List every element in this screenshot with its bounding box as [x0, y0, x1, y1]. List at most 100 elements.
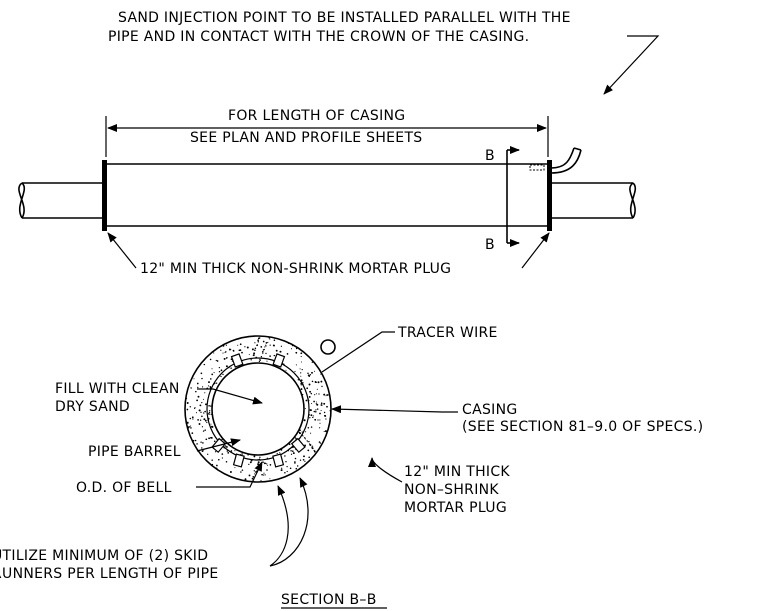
- sand-dot: [216, 464, 218, 467]
- sand-dot: [240, 471, 242, 473]
- sand-dot: [314, 418, 317, 421]
- sand-dot: [326, 394, 328, 396]
- pipe-barrel-circle: [211, 362, 305, 456]
- sand-dot: [220, 369, 223, 372]
- sand-dot: [218, 458, 220, 461]
- sand-dot: [289, 467, 292, 470]
- section-marker-top: B: [485, 148, 495, 164]
- sand-dot: [201, 415, 203, 418]
- tracer-wire-leader: [321, 331, 395, 373]
- sand-dot: [203, 363, 206, 366]
- sand-dot: [250, 359, 252, 361]
- sand-dot: [301, 361, 302, 363]
- sand-dot: [191, 416, 194, 419]
- sand-dot: [262, 461, 264, 463]
- casing-elevation: [106, 163, 548, 227]
- sand-dot: [262, 352, 264, 354]
- sand-dot: [262, 350, 264, 353]
- sand-dot: [273, 339, 276, 341]
- sand-dot: [192, 418, 194, 420]
- sand-dot: [252, 354, 255, 357]
- sand-dot: [290, 450, 292, 452]
- sand-dot: [200, 441, 202, 443]
- sand-dot: [210, 413, 212, 415]
- sand-dot: [193, 378, 195, 380]
- sand-dot: [323, 411, 326, 414]
- sand-dot: [210, 405, 212, 407]
- sand-dot: [281, 467, 283, 469]
- sand-dot: [269, 355, 271, 357]
- sand-dot: [316, 403, 319, 406]
- sand-dot: [316, 408, 319, 410]
- sand-dot: [315, 393, 317, 395]
- sand-dot: [286, 470, 288, 473]
- sand-dot: [269, 478, 271, 480]
- sand-dot: [294, 462, 296, 464]
- sand-injection-note-line1: SAND INJECTION POINT TO BE INSTALLED PAR…: [118, 10, 571, 26]
- casing-outer-circle: [184, 335, 332, 483]
- sand-dot: [308, 395, 311, 398]
- pipe-barrel-leader: [196, 438, 241, 452]
- sand-dot: [224, 445, 227, 447]
- sand-dot: [323, 393, 326, 396]
- sand-dot: [199, 419, 202, 421]
- sand-dot: [308, 374, 311, 377]
- sand-dot: [230, 367, 232, 369]
- sand-dot: [190, 427, 192, 429]
- sand-dot: [276, 452, 278, 455]
- sand-dot: [249, 461, 252, 464]
- sand-dot: [202, 412, 205, 414]
- sand-dot: [275, 349, 278, 352]
- sand-dot: [313, 370, 315, 372]
- sand-dot: [294, 461, 296, 463]
- sand-dot: [307, 426, 310, 429]
- sand-dot: [284, 455, 286, 457]
- sand-dot: [211, 459, 213, 461]
- sand-dot: [254, 342, 256, 344]
- sand-dot: [272, 344, 275, 347]
- mortar-plug-leader-left: [107, 232, 137, 269]
- sand-dot: [323, 402, 326, 405]
- sand-dot: [305, 431, 307, 433]
- sand-dot: [211, 425, 214, 428]
- sand-dot: [310, 392, 313, 395]
- sand-dot: [312, 415, 314, 417]
- sand-dot: [300, 384, 302, 386]
- sand-dot: [261, 473, 263, 476]
- sand-dot: [195, 412, 198, 414]
- sand-injection-point: [529, 147, 582, 174]
- sand-dot: [310, 414, 313, 417]
- sand-dot: [269, 338, 271, 340]
- sand-dot: [214, 451, 217, 453]
- sand-dot: [309, 417, 311, 419]
- mortar-plug-right: [547, 160, 552, 231]
- sand-dot: [310, 426, 313, 428]
- sand-dot: [265, 352, 267, 355]
- sand-dot: [314, 394, 316, 396]
- mortar-plug-left: [102, 160, 107, 231]
- sand-dot: [300, 352, 303, 355]
- sand-dot: [311, 402, 313, 405]
- sand-dot: [203, 418, 206, 421]
- sand-dot: [248, 353, 250, 355]
- section-cut-line: [506, 146, 520, 247]
- sand-dot: [303, 419, 306, 422]
- sand-dot: [196, 443, 198, 445]
- sand-dot: [301, 431, 303, 433]
- sand-dot: [302, 458, 305, 461]
- skid-leader-center: [269, 485, 289, 567]
- sand-dot: [308, 456, 311, 459]
- sand-dot: [234, 467, 236, 469]
- sand-dot: [320, 402, 323, 405]
- sand-dot: [201, 402, 203, 404]
- sand-injection-leader: [603, 35, 660, 95]
- sand-dot: [204, 410, 206, 413]
- sand-dot: [279, 452, 281, 454]
- sand-dot: [257, 339, 259, 342]
- sand-dot: [313, 450, 316, 453]
- casing-label-line2: (SEE SECTION 81–9.0 OF SPECS.): [462, 419, 703, 435]
- sand-dot: [315, 411, 317, 413]
- sand-dot: [311, 447, 314, 450]
- sand-dot: [198, 409, 201, 411]
